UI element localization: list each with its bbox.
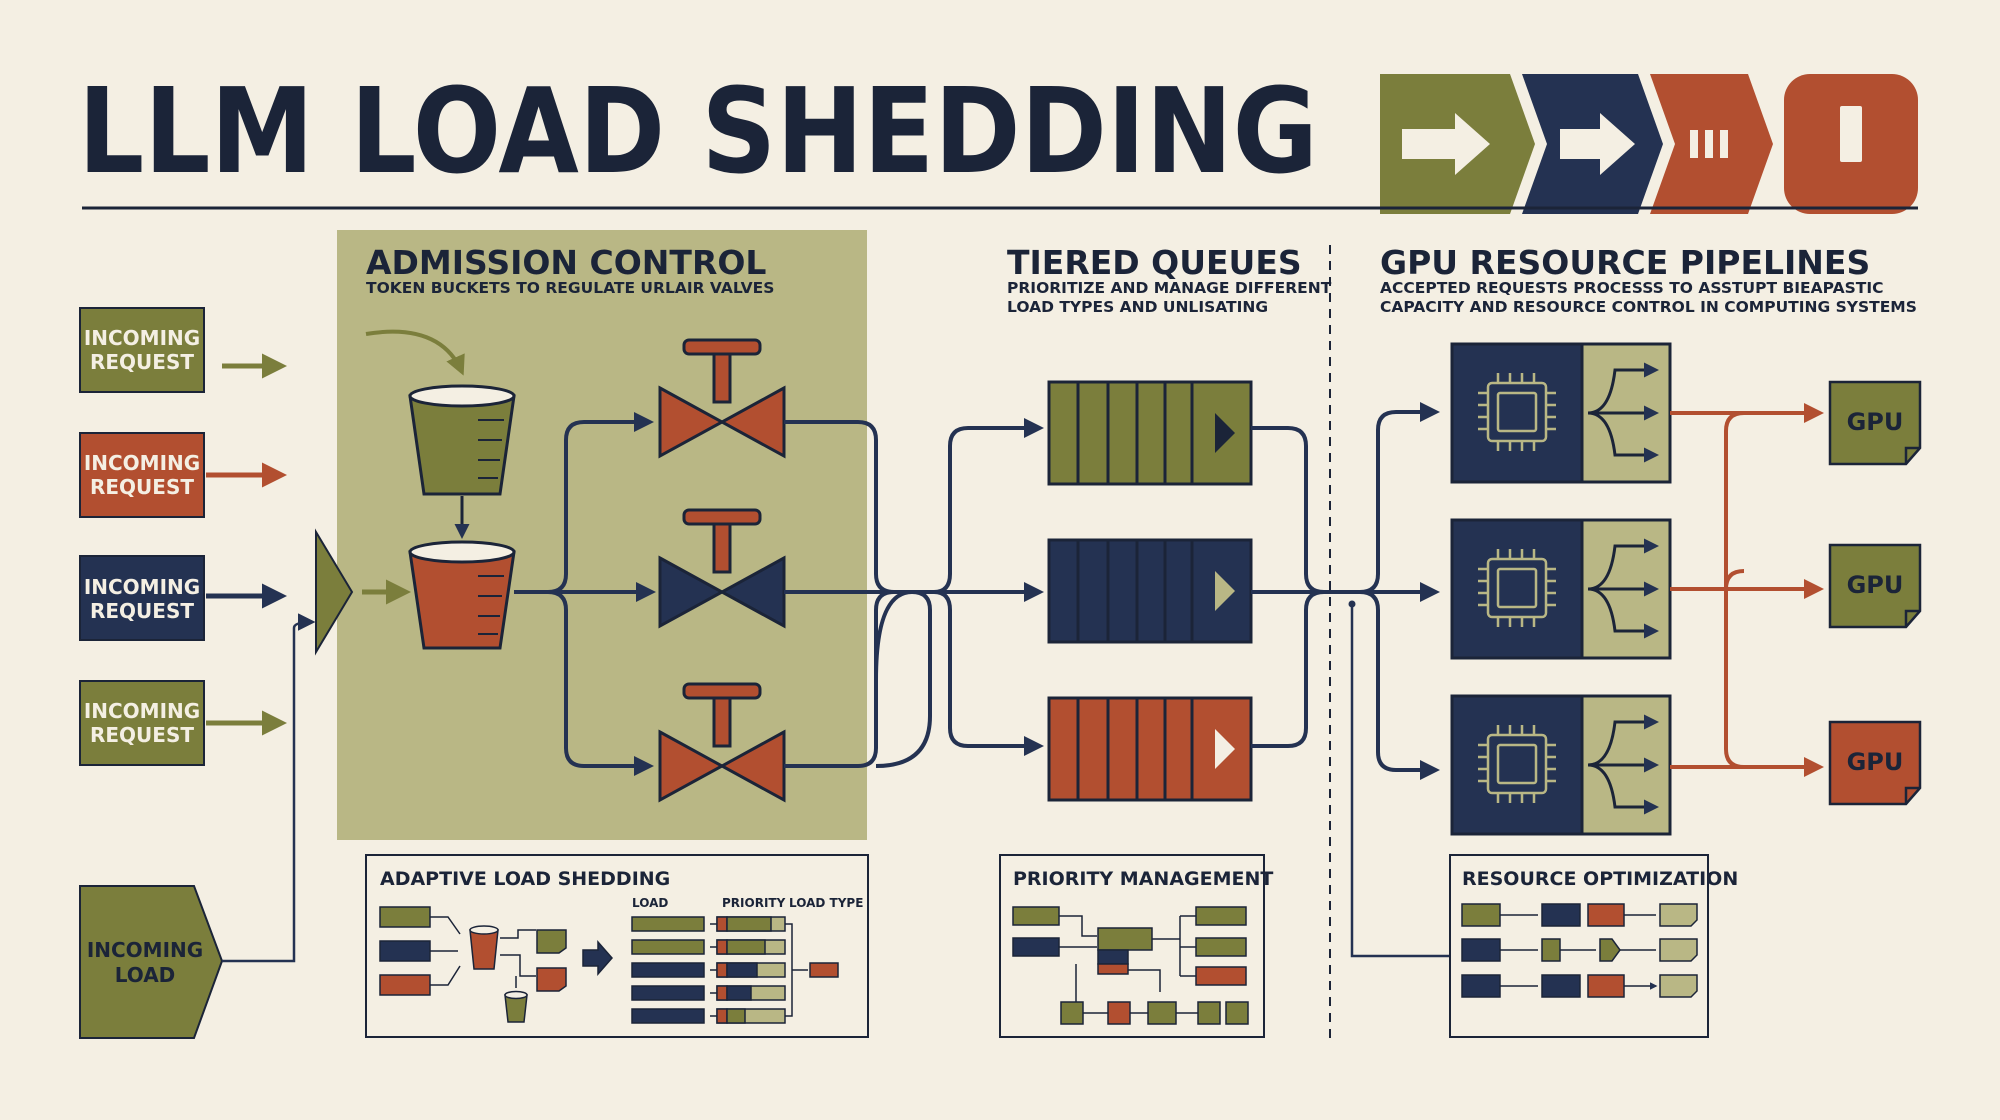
resource-panel-title: RESOURCE OPTIMIZATION: [1462, 868, 1738, 890]
gpu-label: GPU: [1847, 571, 1904, 599]
router-arrows-icon: [1587, 362, 1659, 463]
resource-optimization-panel: RESOURCE OPTIMIZATION: [1449, 854, 1738, 1038]
incoming-request-3: INCOMING REQUEST: [79, 555, 205, 641]
router-arrows-icon: [1587, 538, 1659, 639]
gpu-pipelines-subtitle-line1: ACCEPTED REQUESTS PROCESSS TO ASSTUPT BI…: [1380, 279, 1883, 297]
adaptive-load-shedding-panel: ADAPTIVE LOAD SHEDDING LOAD PRIORITY LOA…: [365, 854, 869, 1038]
queue-rust: [1047, 696, 1253, 802]
cpu-chip-icon: [1478, 373, 1556, 451]
queue-to-pipeline-paths: [1251, 402, 1440, 780]
gpu-label: GPU: [1847, 748, 1904, 776]
valve-to-queue-paths: [784, 418, 1044, 768]
gpu-node-1: GPU: [1828, 380, 1922, 466]
incoming-load: INCOMING LOAD: [79, 885, 224, 1039]
bars-icon: [1650, 74, 1773, 214]
header-icon-strip: [1380, 74, 1918, 214]
gpu-label: GPU: [1847, 408, 1904, 436]
incoming-request-label: INCOMING: [84, 699, 200, 723]
incoming-request-label: INCOMING: [84, 326, 200, 350]
col-type-label: LOAD TYPE: [789, 896, 863, 910]
resource-grid: [1461, 903, 1698, 998]
pipeline-to-gpu-paths: [1670, 403, 1824, 777]
queue-olive: [1047, 380, 1253, 486]
pipeline-unit-2: [1450, 518, 1672, 660]
mini-flow: [379, 906, 613, 1023]
queues-title: TIERED QUEUES: [1007, 243, 1302, 282]
bucket-feed-arrow: [365, 329, 465, 376]
incoming-request-1: INCOMING REQUEST: [79, 307, 205, 393]
incoming-request-2: INCOMING REQUEST: [79, 432, 205, 518]
bucket-to-valve-paths: [514, 412, 656, 776]
queue-navy: [1047, 538, 1253, 644]
load-bars: [631, 916, 705, 1024]
gpu-node-2: GPU: [1828, 543, 1922, 629]
token-bucket-icon: [408, 540, 516, 650]
priority-management-panel: PRIORITY MANAGEMENT: [999, 854, 1273, 1038]
valve-icon: [658, 508, 786, 629]
valve-icon: [658, 338, 786, 459]
incoming-request-label: INCOMING: [84, 575, 200, 599]
gpu-pipelines-subtitle-line2: CAPACITY AND RESOURCE CONTROL IN COMPUTI…: [1380, 298, 1917, 316]
queues-subtitle-line1: PRIORITIZE AND MANAGE DIFFERENT: [1007, 279, 1332, 297]
play-icon: [1215, 729, 1235, 769]
page-title: LLM LOAD SHEDDING: [78, 62, 1318, 200]
incoming-request-label: REQUEST: [90, 475, 194, 499]
col-priority-label: PRIORITY: [722, 896, 786, 910]
col-load-label: LOAD: [632, 896, 668, 910]
stop-icon: [1784, 74, 1918, 214]
pipeline-unit-1: [1450, 342, 1672, 484]
queues-subtitle-line2: LOAD TYPES AND UNLISATING: [1007, 298, 1268, 316]
adaptive-panel-title: ADAPTIVE LOAD SHEDDING: [380, 868, 670, 890]
incoming-request-4: INCOMING REQUEST: [79, 680, 205, 766]
priority-bars: [710, 916, 839, 1024]
cpu-chip-icon: [1478, 549, 1556, 627]
connector-node: [1348, 600, 1356, 608]
incoming-request-label: REQUEST: [90, 599, 194, 623]
incoming-request-label: REQUEST: [90, 723, 194, 747]
admission-subtitle: TOKEN BUCKETS TO REGULATE URLAIR VALVES: [366, 279, 774, 297]
incoming-request-label: REQUEST: [90, 350, 194, 374]
priority-panel-title: PRIORITY MANAGEMENT: [1013, 868, 1273, 890]
admission-title: ADMISSION CONTROL: [366, 243, 766, 282]
incoming-load-connector: [222, 613, 316, 963]
incoming-request-label: INCOMING: [84, 451, 200, 475]
gpu-pipelines-title: GPU RESOURCE PIPELINES: [1380, 243, 1870, 282]
arrow-right-icon: [1522, 74, 1663, 214]
admission-control-zone: [337, 230, 867, 840]
incoming-load-label: INCOMING: [87, 938, 203, 962]
cpu-chip-icon: [1478, 725, 1556, 803]
incoming-load-label: LOAD: [115, 963, 176, 987]
play-icon: [1215, 413, 1235, 453]
token-bucket-icon: [408, 384, 516, 496]
priority-flow: [1012, 906, 1249, 1025]
play-icon: [1215, 571, 1235, 611]
router-arrows-icon: [1587, 714, 1659, 815]
gpu-node-3: GPU: [1828, 720, 1922, 806]
merge-funnel-icon: [315, 528, 354, 656]
valve-icon: [658, 682, 786, 803]
arrow-right-icon: [1380, 74, 1535, 214]
resource-connector: [1350, 604, 1450, 958]
pipeline-unit-3: [1450, 694, 1672, 836]
